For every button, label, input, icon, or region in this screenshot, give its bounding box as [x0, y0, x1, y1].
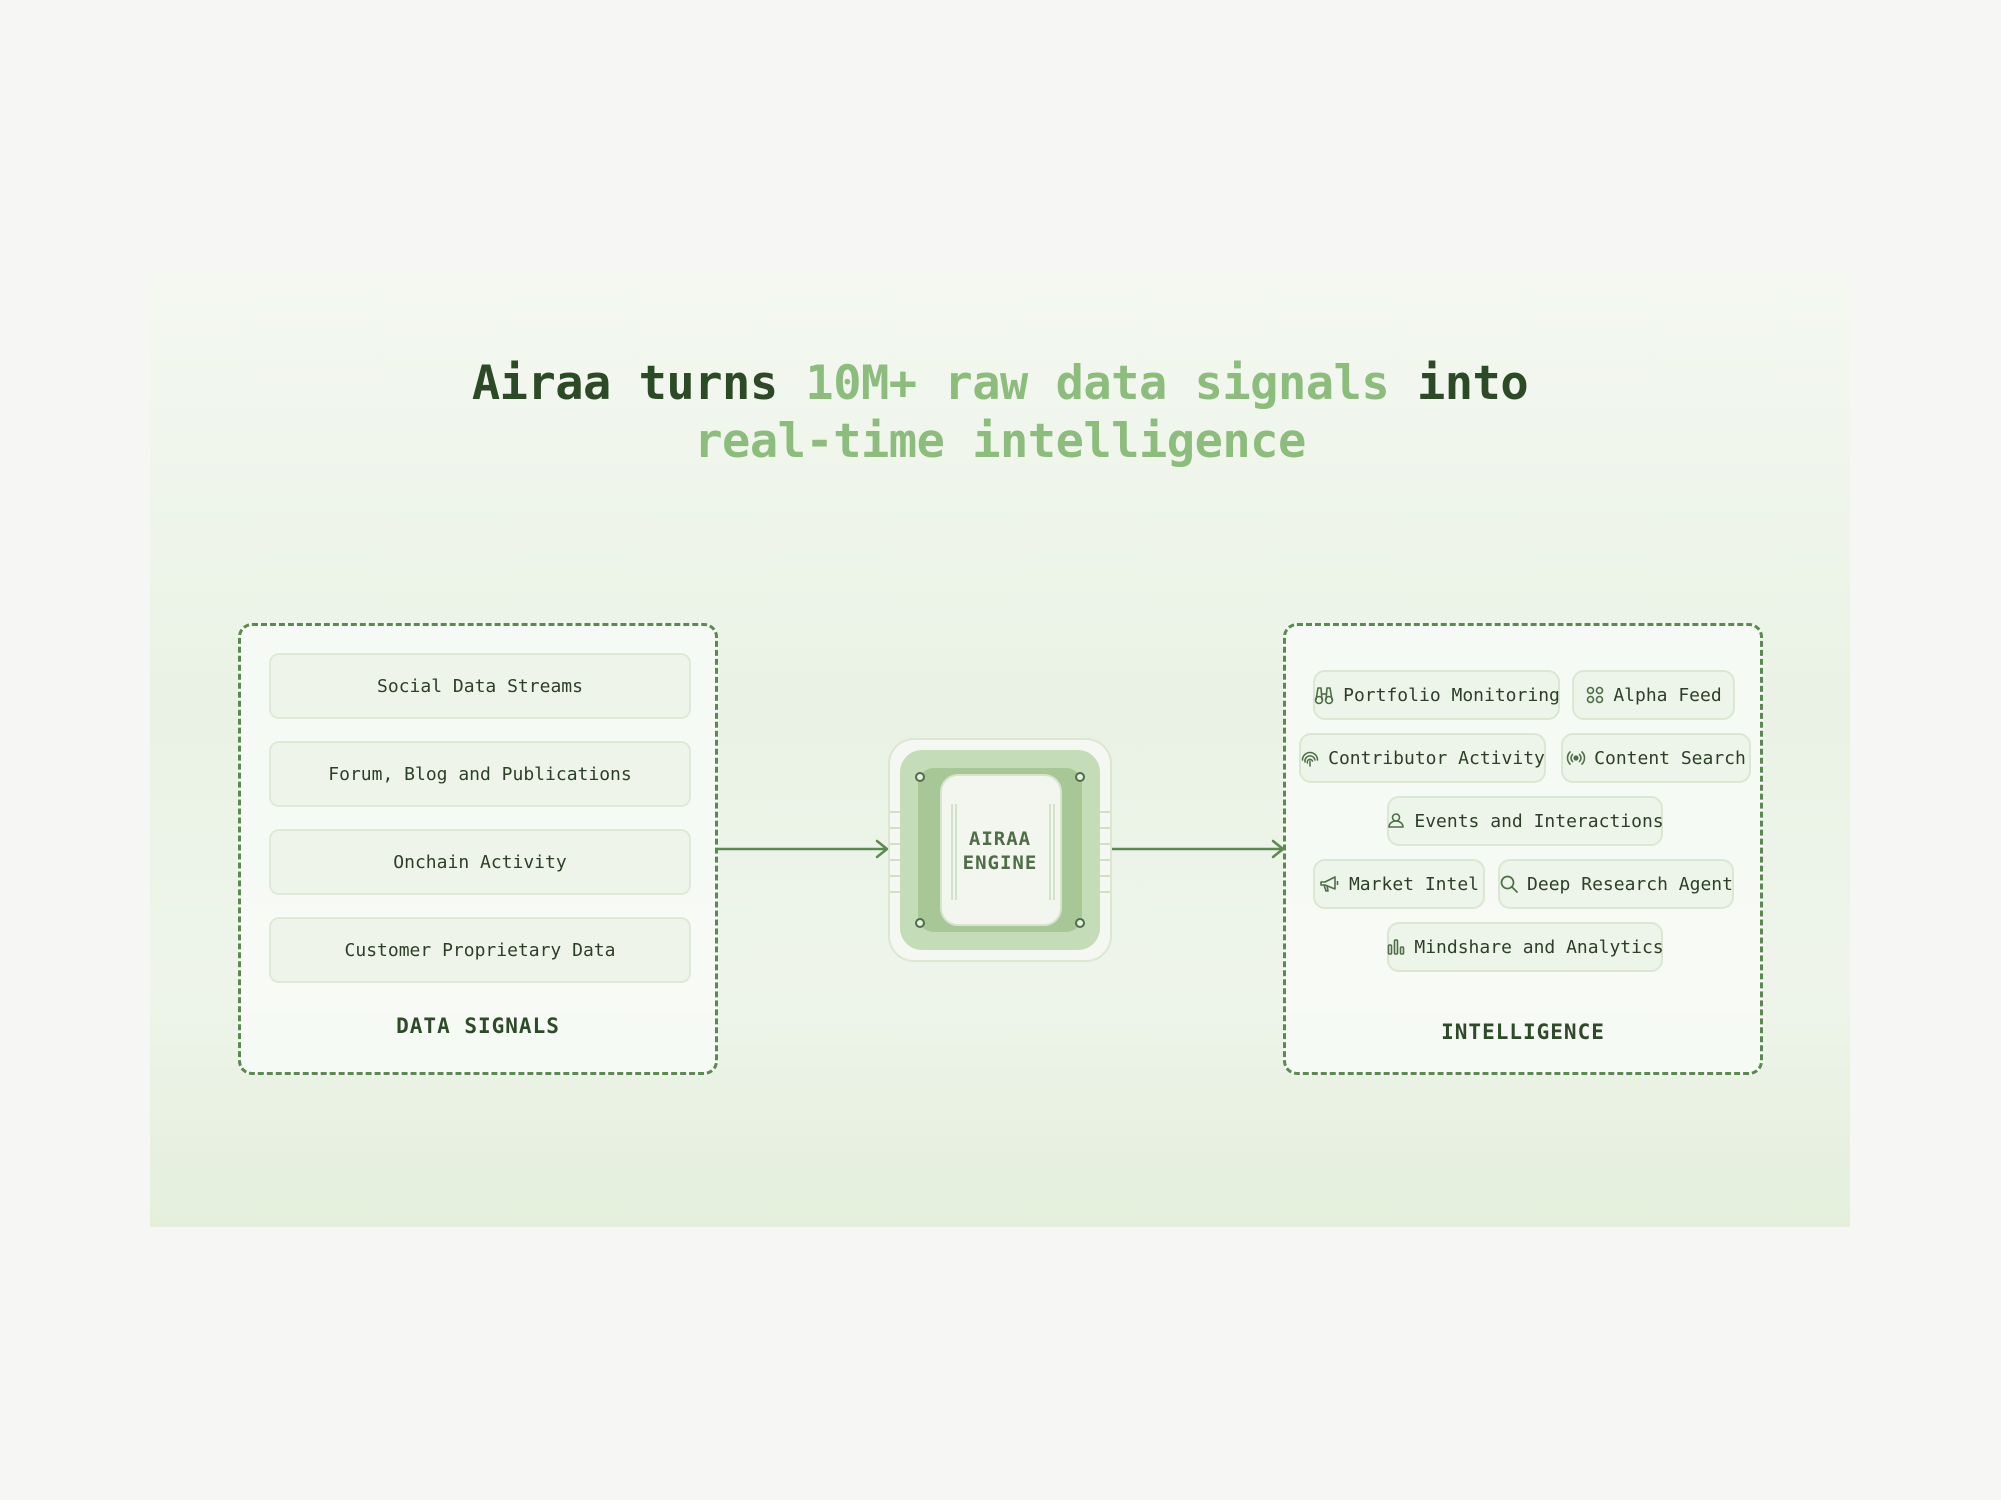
data-signals-group: Social Data Streams Forum, Blog and Publ… — [238, 623, 718, 1075]
bar-chart-icon — [1388, 939, 1405, 955]
signal-social-data-streams: Social Data Streams — [269, 653, 691, 719]
search-icon — [1500, 875, 1518, 893]
engine-label-line-2: ENGINE — [962, 852, 1038, 874]
signal-customer-proprietary-data: Customer Proprietary Data — [269, 917, 691, 983]
fingerprint-icon — [1301, 751, 1319, 767]
chip-label-deep-research-agent: Deep Research Agent — [1527, 873, 1733, 895]
chip-market-intel: Market Intel — [1313, 859, 1485, 909]
chip-content-search: Content Search — [1561, 733, 1751, 783]
signal-forum-blog-publications: Forum, Blog and Publications — [269, 741, 691, 807]
chip-label-market-intel: Market Intel — [1348, 873, 1480, 895]
chip-events-and-interactions: Events and Interactions — [1387, 796, 1664, 846]
chip-label-alpha-feed: Alpha Feed — [1613, 684, 1722, 706]
airaa-engine-chip — [888, 738, 1112, 962]
headline-line-2: real-time intelligence — [150, 413, 1850, 471]
headline: Airaa turns 10M+ raw data signals into r… — [150, 355, 1850, 471]
chip-label-portfolio-monitoring: Portfolio Monitoring — [1343, 684, 1560, 706]
chip-core-stripes — [951, 804, 1055, 900]
megaphone-icon — [1320, 876, 1339, 892]
grid-dots-icon — [1587, 686, 1604, 704]
chip-alpha-feed: Alpha Feed — [1572, 670, 1735, 720]
chip-portfolio-monitoring: Portfolio Monitoring — [1313, 670, 1560, 720]
people-icon — [1388, 813, 1405, 828]
engine-label-line-1: AIRAA — [968, 828, 1032, 850]
arrow-left-to-engine — [716, 839, 889, 859]
chip-screw-top-right — [1075, 772, 1085, 782]
binoculars-icon — [1314, 687, 1334, 705]
data-signals-caption: DATA SIGNALS — [396, 1014, 560, 1038]
chip-screw-top-left — [915, 772, 925, 782]
chip-label-events-and-interactions: Events and Interactions — [1414, 810, 1664, 832]
chip-label-content-search: Content Search — [1594, 747, 1746, 769]
headline-line-1: Airaa turns 10M+ raw data signals into — [150, 355, 1850, 413]
intelligence-caption: INTELLIGENCE — [1441, 1020, 1605, 1044]
chip-screw-bottom-right — [1075, 918, 1085, 928]
chip-label-contributor-activity: Contributor Activity — [1328, 747, 1545, 769]
headline-highlight-1: 10M+ raw data signals — [805, 356, 1390, 411]
headline-highlight-2: real-time intelligence — [694, 414, 1306, 469]
chip-screw-bottom-left — [915, 918, 925, 928]
broadcast-icon — [1566, 751, 1586, 765]
headline-part-3: into — [1389, 356, 1529, 411]
arrow-engine-to-right — [1111, 839, 1285, 859]
chip-deep-research-agent: Deep Research Agent — [1498, 859, 1734, 909]
chip-mindshare-and-analytics: Mindshare and Analytics — [1387, 922, 1664, 972]
headline-part-1: Airaa turns — [471, 356, 806, 411]
intelligence-group: Portfolio Monitoring Alpha Feed Contribu… — [1283, 623, 1763, 1075]
signal-onchain-activity: Onchain Activity — [269, 829, 691, 895]
engine-label: AIRAA ENGINE — [888, 827, 1112, 875]
chip-contributor-activity: Contributor Activity — [1299, 733, 1546, 783]
chip-core — [940, 774, 1062, 926]
chip-label-mindshare-and-analytics: Mindshare and Analytics — [1414, 936, 1664, 958]
chip-housing — [900, 750, 1100, 950]
chip-die — [918, 768, 1082, 932]
